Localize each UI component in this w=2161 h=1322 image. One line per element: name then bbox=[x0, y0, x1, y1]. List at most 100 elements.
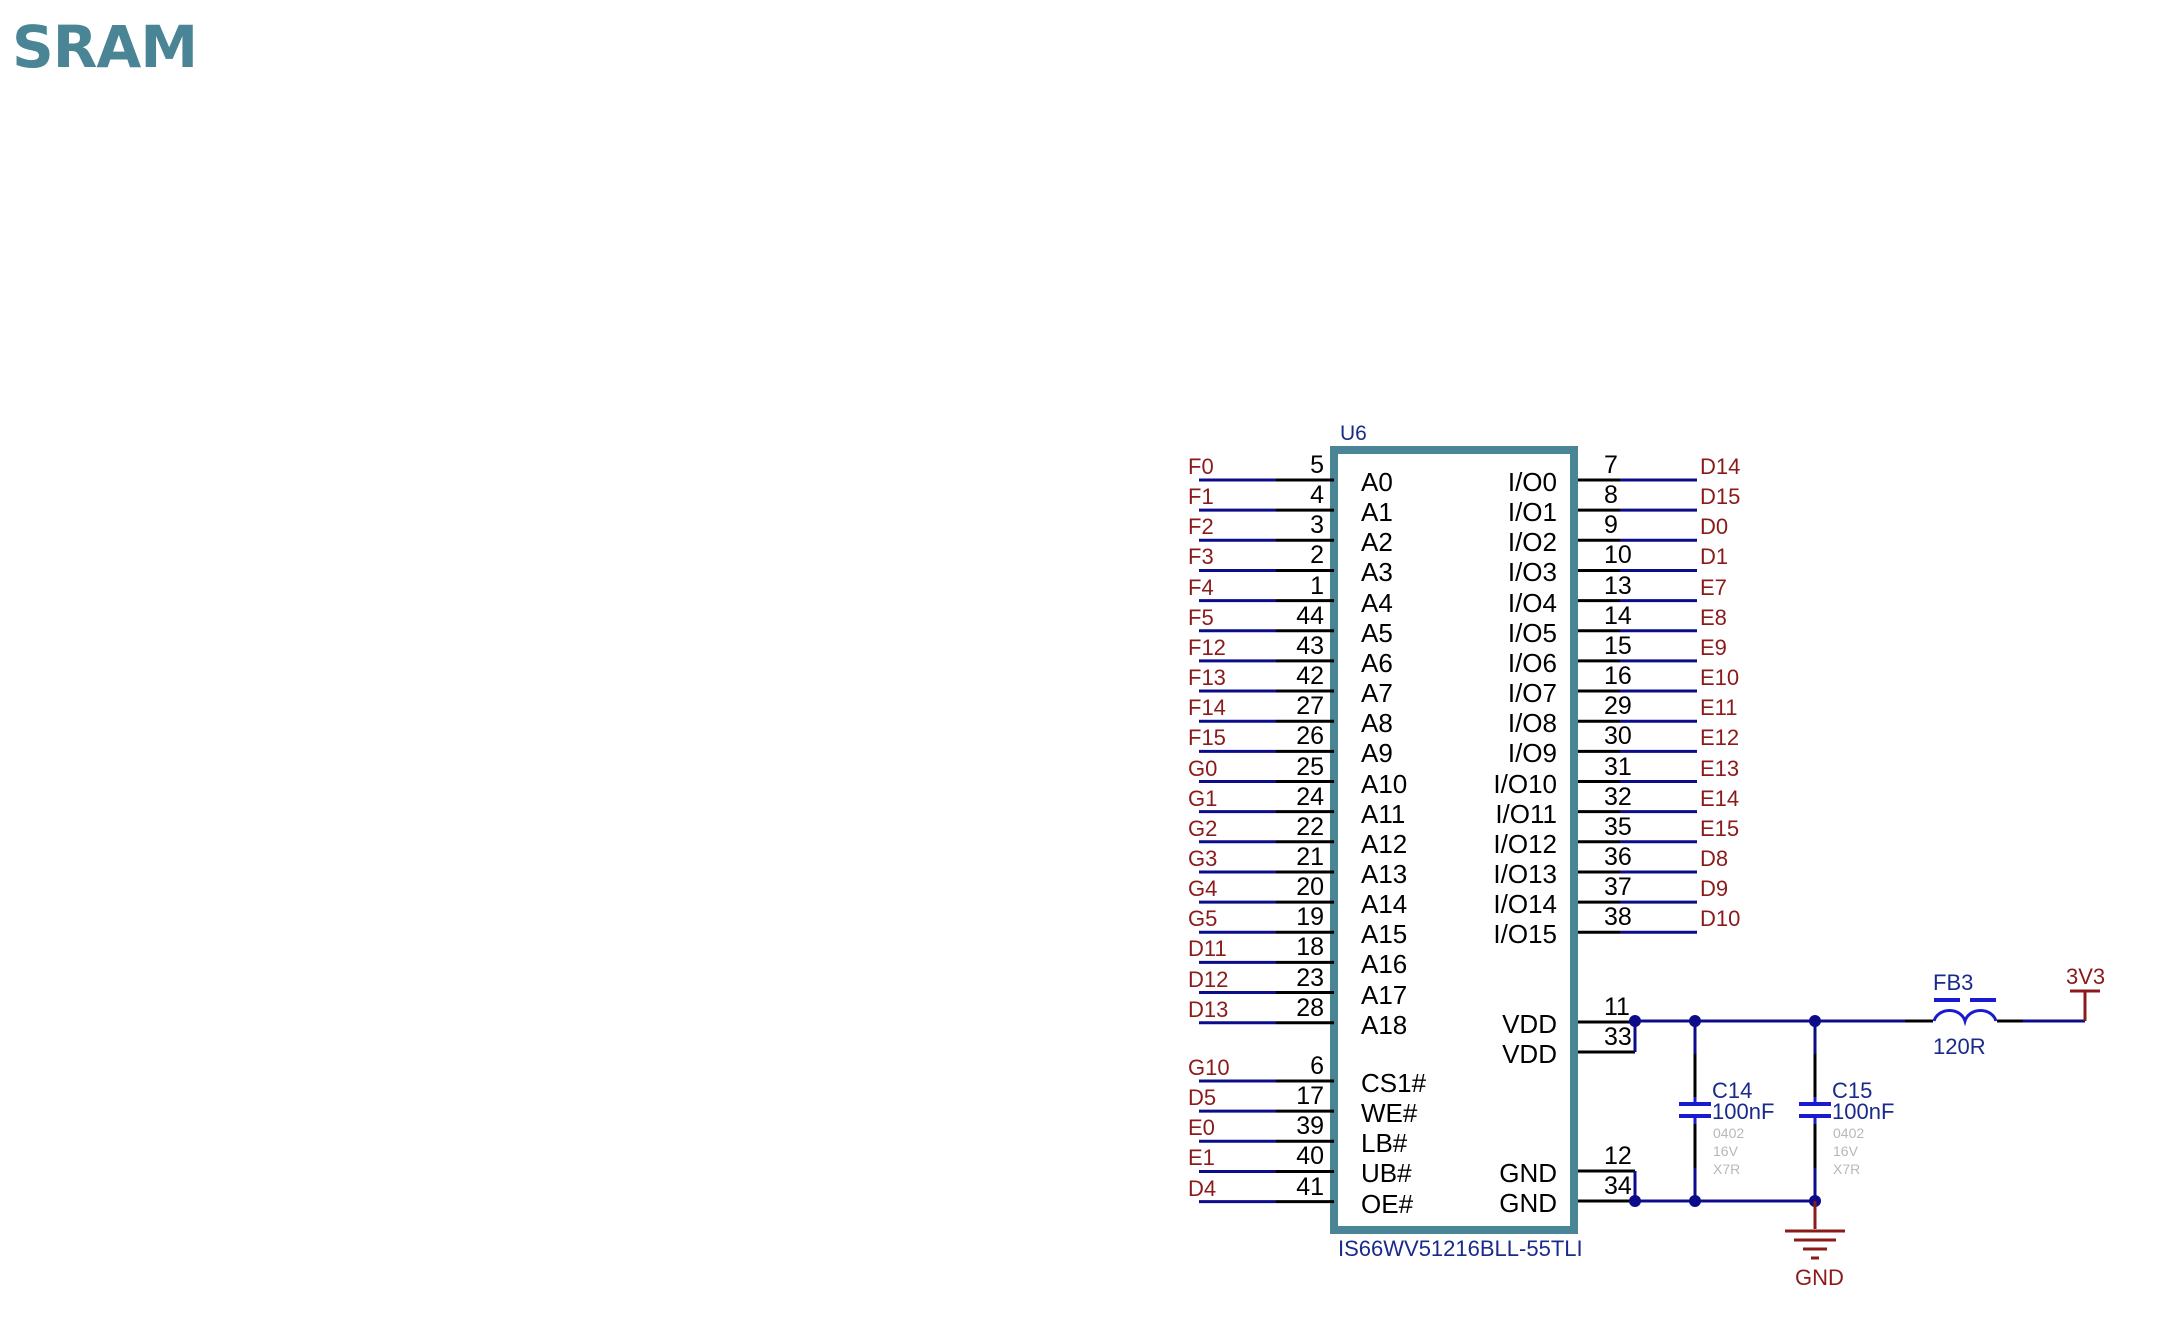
pin-number: 29 bbox=[1604, 692, 1632, 721]
pin-number: 30 bbox=[1604, 722, 1632, 751]
pin-name: A13 bbox=[1361, 858, 1408, 889]
pin-name: A2 bbox=[1361, 527, 1393, 558]
pin-name: A15 bbox=[1361, 919, 1408, 950]
pin-name: UB# bbox=[1361, 1158, 1412, 1189]
pin-name: GND bbox=[1499, 1188, 1557, 1218]
pin-name: VDD bbox=[1502, 1039, 1557, 1069]
c15-voltage: 16V bbox=[1833, 1143, 1858, 1159]
net-label: G4 bbox=[1188, 876, 1218, 902]
pin-number: 10 bbox=[1604, 541, 1632, 570]
pin-number: 8 bbox=[1604, 481, 1618, 510]
pin-number: 40 bbox=[1296, 1142, 1324, 1171]
net-label: D10 bbox=[1700, 906, 1741, 932]
net-label: E9 bbox=[1700, 634, 1727, 660]
net-label: G1 bbox=[1188, 785, 1218, 811]
pin-name: A5 bbox=[1361, 617, 1393, 648]
pin-number: 12 bbox=[1604, 1142, 1632, 1170]
pin-name: A14 bbox=[1361, 889, 1408, 920]
pin-name: CS1# bbox=[1361, 1068, 1427, 1098]
pin-number: 19 bbox=[1296, 903, 1324, 932]
pin-name: I/O5 bbox=[1507, 617, 1557, 648]
pin-name: I/O4 bbox=[1507, 587, 1557, 618]
pin-number: 27 bbox=[1296, 692, 1324, 721]
pin-number: 11 bbox=[1604, 993, 1630, 1021]
net-label: D0 bbox=[1700, 514, 1729, 540]
c15-ref: C15 bbox=[1832, 1078, 1873, 1103]
c14-dielectric: X7R bbox=[1713, 1161, 1741, 1177]
net-label: E15 bbox=[1700, 815, 1740, 841]
net-label: D14 bbox=[1700, 454, 1741, 479]
pin-number: 39 bbox=[1296, 1112, 1324, 1141]
u6-ref-label: U6 bbox=[1340, 422, 1367, 445]
pin-name: A3 bbox=[1361, 557, 1393, 588]
pin-number: 7 bbox=[1604, 451, 1618, 479]
pin-number: 1 bbox=[1310, 571, 1324, 600]
pin-number: 13 bbox=[1604, 571, 1632, 600]
pin-name: A9 bbox=[1361, 738, 1393, 769]
net-label: D9 bbox=[1700, 876, 1729, 902]
pin-number: 33 bbox=[1604, 1023, 1632, 1051]
pin-number: 38 bbox=[1604, 903, 1632, 932]
pin-number: 44 bbox=[1296, 601, 1324, 630]
c14-package: 0402 bbox=[1713, 1125, 1745, 1141]
ferrite-bead-icon bbox=[1932, 998, 1998, 1027]
net-label: F14 bbox=[1188, 695, 1226, 721]
sheet-title: SRAM bbox=[12, 13, 198, 81]
net-label: E13 bbox=[1700, 755, 1740, 781]
pin-number: 22 bbox=[1296, 812, 1324, 841]
pin-name: A4 bbox=[1361, 587, 1393, 618]
pin-name: I/O2 bbox=[1507, 527, 1557, 558]
pin-number: 3 bbox=[1310, 511, 1324, 540]
net-label: E7 bbox=[1700, 574, 1727, 600]
net-label: E11 bbox=[1700, 695, 1738, 721]
power-3v3-icon bbox=[2070, 989, 2100, 1021]
pin-name: A7 bbox=[1361, 678, 1393, 709]
pin-name: VDD bbox=[1502, 1009, 1557, 1039]
pin-name: A0 bbox=[1361, 467, 1393, 497]
net-label: F2 bbox=[1188, 514, 1214, 540]
pin-name: WE# bbox=[1361, 1098, 1418, 1129]
c15-value: 100nF bbox=[1832, 1099, 1895, 1124]
c15-dielectric: X7R bbox=[1833, 1161, 1861, 1177]
u6-part-number: IS66WV51216BLL-55TLI bbox=[1338, 1236, 1583, 1261]
pin-number: 16 bbox=[1604, 662, 1632, 691]
pin-number: 17 bbox=[1296, 1082, 1324, 1111]
fb3-ref: FB3 bbox=[1933, 970, 1974, 995]
c15-package: 0402 bbox=[1833, 1125, 1865, 1141]
net-label: F1 bbox=[1188, 484, 1214, 510]
left-pin-wires bbox=[1199, 478, 1334, 1204]
net-label: F0 bbox=[1188, 454, 1214, 479]
net-label: D12 bbox=[1188, 966, 1229, 992]
pin-number: 32 bbox=[1604, 782, 1632, 811]
pin-name: I/O11 bbox=[1495, 798, 1557, 829]
net-label: E12 bbox=[1700, 725, 1740, 751]
net-label: F13 bbox=[1188, 665, 1226, 691]
fb3-value: 120R bbox=[1933, 1034, 1986, 1059]
c14-symbol bbox=[1679, 1021, 1711, 1201]
net-label: G0 bbox=[1188, 755, 1218, 781]
pin-number: 2 bbox=[1310, 541, 1324, 570]
pin-number: 43 bbox=[1296, 631, 1324, 660]
pin-number: 28 bbox=[1296, 993, 1324, 1022]
pin-name: A1 bbox=[1361, 497, 1393, 528]
net-label: E8 bbox=[1700, 604, 1727, 630]
gnd-label: GND bbox=[1795, 1265, 1844, 1290]
pin-name: LB# bbox=[1361, 1128, 1408, 1159]
pin-number: 4 bbox=[1310, 481, 1324, 510]
pin-number: 37 bbox=[1604, 873, 1632, 902]
pin-name: I/O15 bbox=[1493, 919, 1557, 950]
pin-name: I/O0 bbox=[1507, 467, 1557, 497]
pin-name: I/O6 bbox=[1507, 647, 1557, 678]
pin-number: 42 bbox=[1296, 662, 1324, 691]
pin-name: OE# bbox=[1361, 1188, 1414, 1219]
pin-number: 21 bbox=[1296, 842, 1324, 871]
pin-name: I/O3 bbox=[1507, 557, 1557, 588]
net-label: F15 bbox=[1188, 725, 1226, 751]
pin-number: 6 bbox=[1310, 1052, 1324, 1080]
c15-symbol bbox=[1799, 1021, 1831, 1201]
pin-name: I/O14 bbox=[1493, 889, 1557, 920]
net-label: D1 bbox=[1700, 544, 1729, 570]
net-label: F3 bbox=[1188, 544, 1214, 570]
pin-name: I/O10 bbox=[1493, 768, 1557, 799]
right-pin-wires bbox=[1578, 478, 1697, 934]
